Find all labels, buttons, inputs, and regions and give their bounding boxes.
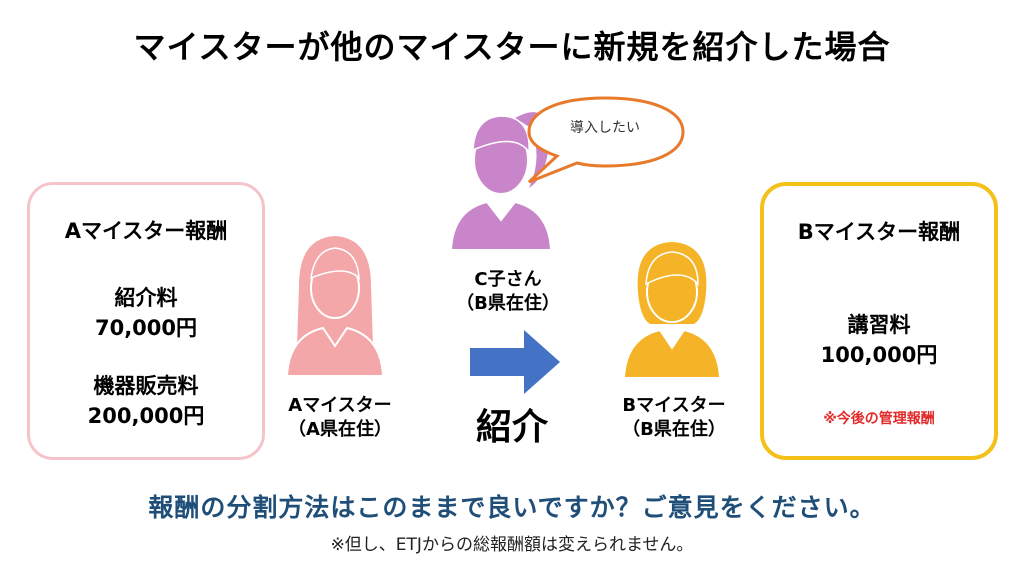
person-c-label: C子さん （B県在住） (438, 268, 578, 316)
person-b-name: Bマイスター (622, 395, 726, 416)
person-b-residence: （B県在住） (622, 419, 726, 440)
person-a-icon (285, 236, 385, 376)
person-b-label: Bマイスター （B県在住） (604, 394, 744, 442)
introduction-label: 紹介 (475, 407, 548, 448)
page-title: マイスターが他のマイスターに新規を紹介した場合 (133, 28, 891, 66)
box-a-fee2-value: 200,000円 (87, 404, 205, 428)
person-c-residence: （B県在住） (456, 293, 560, 314)
person-a-residence: （A県在住） (288, 419, 392, 440)
reward-box-a: Aマイスター報酬 紹介料 70,000円 機器販売料 200,000円 (27, 182, 265, 460)
box-a-fee1-value: 70,000円 (94, 316, 198, 340)
box-b-fee-value: 100,000円 (820, 343, 938, 367)
speech-bubble-text: 導入したい (570, 120, 640, 136)
person-a-label: Aマイスター （A県在住） (270, 394, 410, 442)
person-a-name: Aマイスター (288, 395, 392, 416)
right-arrow-icon (470, 330, 560, 394)
box-a-fee1-label: 紹介料 (114, 286, 178, 310)
person-b-icon (622, 242, 722, 378)
reward-box-b: Bマイスター報酬 講習料 100,000円 ※今後の管理報酬 (760, 182, 998, 460)
box-a-fee2-label: 機器販売料 (93, 374, 199, 398)
question-text: 報酬の分割方法はこのままで良いですか？ご意見をください。 (148, 493, 876, 522)
box-b-heading: Bマイスター報酬 (797, 220, 961, 244)
person-c-name: C子さん (474, 269, 542, 290)
speech-bubble-icon (527, 96, 685, 184)
box-b-fee-label: 講習料 (847, 313, 911, 337)
box-a-heading: Aマイスター報酬 (64, 219, 228, 243)
box-b-note: ※今後の管理報酬 (823, 411, 935, 427)
footnote-text: ※但し、ETJからの総報酬額は変えられません。 (330, 535, 694, 555)
